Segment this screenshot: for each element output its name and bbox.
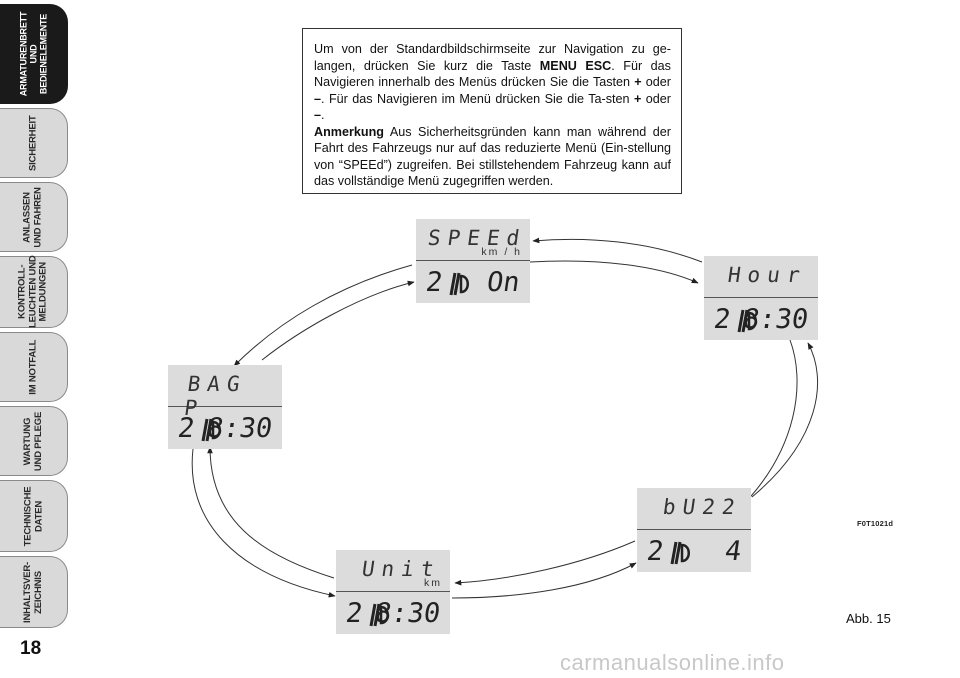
plus-key: +: [633, 91, 642, 106]
instruction-box: Um von der Standardbildschirmseite zur N…: [302, 28, 682, 194]
text-run: . Für das Navigieren im Menü drücken Sie…: [321, 91, 634, 106]
arrow-buzz-to-unit: [454, 540, 636, 586]
display-right-value: 8:30: [204, 413, 275, 444]
arrow-hour-to-speed: [532, 237, 703, 263]
tab-anlassen[interactable]: ANLASSEN UND FAHREN: [0, 182, 68, 252]
display-bag: BAG P 2 8:30: [168, 365, 282, 449]
display-right-value: 8:30: [372, 598, 443, 629]
watermark: carmanualsonline.info: [560, 650, 785, 675]
display-left-value: 2: [711, 304, 733, 335]
tab-sicherheit[interactable]: SICHERHEIT: [0, 108, 68, 178]
display-values: 2 4: [637, 534, 751, 570]
chapter-sidebar: ARMATURENBRETT UND BEDIENELEMENTE SICHER…: [0, 0, 72, 678]
text-run: oder: [641, 75, 671, 89]
text-run: Um von der Standardbildschirmseite zur N…: [314, 42, 671, 73]
display-left-value: 2: [423, 267, 445, 298]
key-name: MENU ESC: [539, 58, 612, 73]
text-run: oder: [641, 91, 671, 106]
headlight-icon: [670, 541, 690, 565]
headlight-icon: [201, 418, 221, 442]
display-title: Hour: [726, 263, 809, 287]
minus-key: –: [314, 108, 322, 122]
display-left-value: 2: [644, 536, 666, 567]
display-buzz: bU22 2 4: [637, 488, 751, 572]
display-header: BAG P: [168, 365, 282, 420]
display-values: 2 On: [416, 265, 530, 301]
display-hour: Hour 2 8:30: [704, 256, 818, 340]
arrow-speed-to-bag: [233, 264, 413, 367]
headlight-icon: [449, 272, 469, 296]
arrow-bag-to-unit: [191, 448, 336, 598]
display-header: Hour: [704, 256, 818, 298]
tab-technische-daten[interactable]: TECHNISCHE DATEN: [0, 480, 68, 552]
figure-caption: Abb. 15: [846, 611, 891, 626]
display-unit: km: [424, 577, 442, 589]
note-text: Aus Sicherheitsgründen kann man während …: [314, 124, 671, 189]
display-values: 2 8:30: [168, 411, 282, 447]
arrow-bag-to-speed: [261, 280, 415, 361]
display-unit: Unit km 2 8:30: [336, 550, 450, 634]
page-number: 18: [20, 638, 42, 659]
tab-inhaltsverzeichnis[interactable]: INHALTSVER- ZEICHNIS: [0, 556, 68, 628]
display-right-value: On: [485, 267, 523, 298]
arrow-unit-to-bag: [207, 446, 335, 579]
headlight-icon: [737, 309, 757, 333]
display-right-value: 4: [722, 536, 744, 567]
display-unit: km / h: [481, 246, 522, 258]
instruction-paragraph: Um von der Standardbildschirmseite zur N…: [314, 41, 671, 124]
plus-key: +: [634, 75, 642, 89]
arrow-buzz-to-hour: [751, 342, 819, 498]
note-label: Anmerkung: [314, 124, 384, 139]
display-header: SPEEd km / h: [416, 219, 530, 261]
arrow-hour-to-buzz: [735, 339, 798, 513]
tab-wartung[interactable]: WARTUNG UND PFLEGE: [0, 406, 68, 476]
tab-armaturenbrett[interactable]: ARMATURENBRETT UND BEDIENELEMENTE: [0, 4, 68, 104]
text-run: . Für das Navigieren innerhalb des Menüs…: [314, 58, 671, 90]
figure-reference-code: F0T1021d: [857, 519, 894, 528]
headlight-icon: [369, 603, 389, 627]
display-header: Unit km: [336, 550, 450, 592]
display-values: 2 8:30: [704, 302, 818, 338]
display-speed: SPEEd km / h 2 On: [416, 219, 530, 303]
arrow-unit-to-buzz: [451, 562, 637, 599]
text-run: .: [321, 108, 325, 122]
display-right-value: 8:30: [740, 304, 811, 335]
minus-key: –: [314, 91, 322, 106]
tab-im-notfall[interactable]: IM NOTFALL: [0, 332, 68, 402]
display-title: bU22: [661, 495, 744, 519]
display-values: 2 8:30: [336, 596, 450, 632]
display-header: bU22: [637, 488, 751, 530]
note-paragraph: Anmerkung Aus Sicherheitsgründen kann ma…: [314, 124, 671, 190]
arrow-speed-to-hour: [529, 260, 699, 284]
display-left-value: 2: [175, 413, 197, 444]
display-left-value: 2: [343, 598, 365, 629]
tab-kontrollleuchten[interactable]: KONTROLL- LEUCHTEN UND MELDUNGEN: [0, 256, 68, 328]
